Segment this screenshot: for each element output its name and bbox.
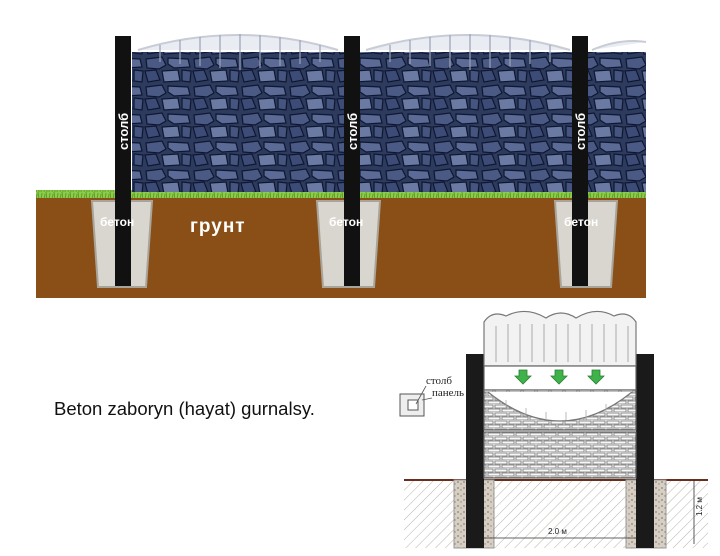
- post-label: столб: [116, 113, 131, 150]
- fence-post: [115, 36, 588, 286]
- concrete-label: бетон: [329, 215, 363, 229]
- post-label: столб: [345, 113, 360, 150]
- caption-text: Beton zaboryn (hayat) gurnalsy.: [54, 398, 315, 419]
- down-arrow-icon: [514, 369, 605, 385]
- panel-label: панель: [432, 387, 464, 399]
- concrete-label: бетон: [564, 215, 598, 229]
- brick-panel: [483, 431, 637, 479]
- connector-detail-icon: [399, 385, 433, 417]
- fence-post: [466, 354, 484, 548]
- soil-label: грунт: [190, 216, 246, 237]
- fence-installation-diagram: столб столб столб бетон бетон бетон грун…: [36, 34, 647, 298]
- fence-post: [636, 354, 654, 548]
- post-label: столб: [426, 375, 452, 387]
- arch-panel: [483, 389, 637, 431]
- fence-section-drawing: столб панель 2.0 м 1.2 м: [399, 310, 708, 549]
- width-dimension: 2.0 м: [548, 527, 567, 536]
- stone-wall: [132, 52, 646, 192]
- grass-strip: [36, 190, 646, 199]
- decorative-arch: [137, 34, 647, 51]
- depth-dimension: 1.2 м: [695, 497, 704, 516]
- concrete-label: бетон: [100, 215, 134, 229]
- decorative-top-panel: [483, 310, 637, 367]
- post-label: столб: [573, 113, 588, 150]
